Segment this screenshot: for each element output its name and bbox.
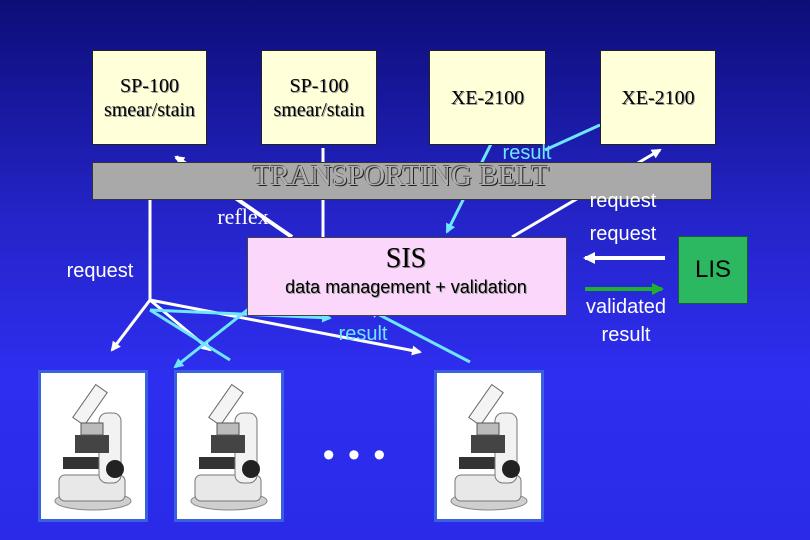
sis-subtitle: data management + validation [285,277,527,297]
instrument-function: smear/stain [103,98,196,121]
xe-result-arrow-2 [544,123,601,152]
instrument-name: SP-100 [120,74,179,97]
request-label-right-1: request [589,190,657,212]
result-arrow-left [173,298,261,369]
instrument-name: SP-100 [289,74,349,97]
result-arrow-right [368,308,471,364]
microscope-station-2 [174,370,284,522]
sis-box [247,237,567,316]
transporting-belt [92,162,712,200]
microscope-icon [190,383,268,511]
instrument-function: smear/stain [273,98,365,121]
instrument-box-sp100-2: SP-100 smear/stain [261,50,377,145]
microscope-station-3 [434,370,544,522]
reflex-label: reflex [217,204,269,229]
result-label-top: result [502,142,552,164]
validated-result-label: result [601,324,651,346]
result-line-1 [149,308,231,362]
instrument-box-xe2100-1: XE-2100 [429,50,546,145]
microscope-icon [450,383,528,511]
request-label-left: request [66,260,134,282]
instrument-name: XE-2100 [450,86,525,109]
result-label-mid: result [338,323,388,345]
lis-label: LIS [694,256,732,283]
validated-label: validated [585,296,667,318]
lis-box: LIS [678,236,748,304]
request-label-right-2: request [589,223,657,245]
microscope-icon [54,383,132,511]
instrument-name: XE-2100 [621,86,695,109]
sis-title: SIS [385,243,427,274]
belt-label: TRANSPORTING BELT [252,160,550,192]
instrument-box-xe2100-2: XE-2100 [600,50,716,145]
request-branch-3 [149,298,422,356]
instrument-box-sp100-1: SP-100 smear/stain [92,50,207,145]
ellipsis-more-stations: • • • [322,436,388,474]
microscope-station-1 [38,370,148,522]
request-branch-1 [110,299,152,352]
